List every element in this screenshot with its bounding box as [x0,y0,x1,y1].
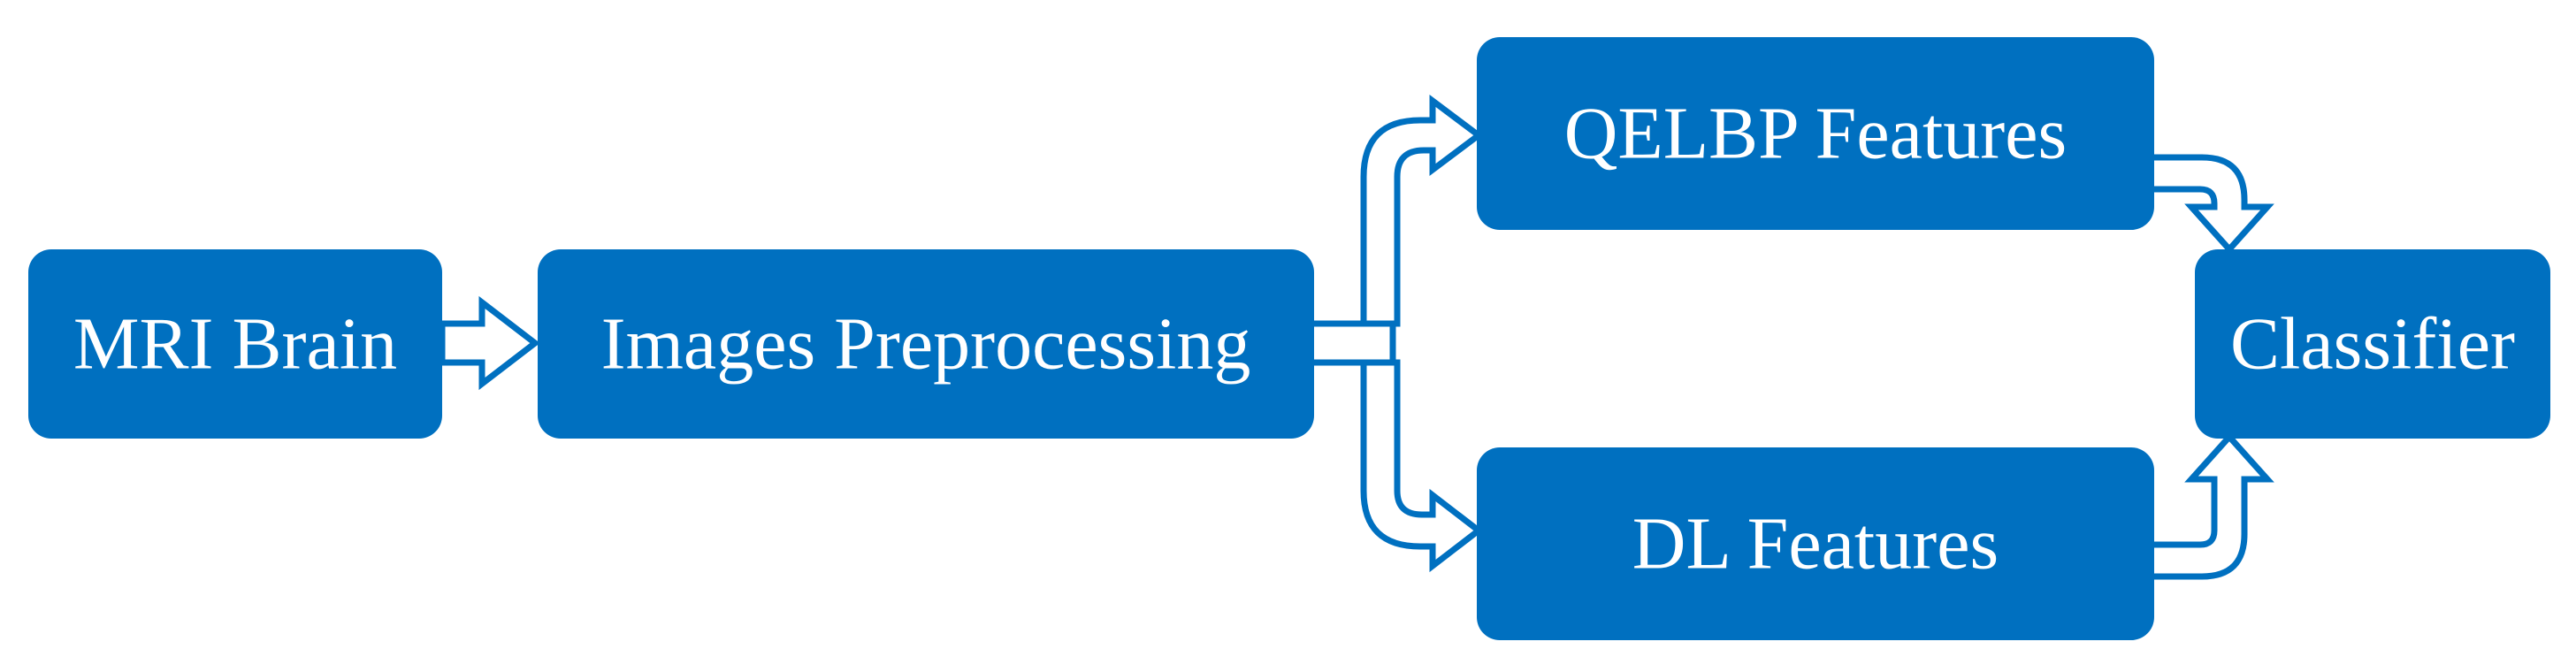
arrow-preprocessing-to-qelbp [1360,95,1484,327]
node-classifier: Classifier [2195,249,2550,439]
node-mri-brain: MRI Brain [28,249,442,439]
node-label-qelbp-features: QELBP Features [1564,93,2067,175]
bar-preprocessing-split [1307,320,1396,366]
node-label-mri-brain: MRI Brain [73,303,397,386]
node-label-dl-features: DL Features [1632,503,1999,585]
node-label-images-preprocessing: Images Preprocessing [601,303,1251,386]
arrow-preprocessing-to-dl [1360,359,1484,573]
arrow-dl-to-classifier [2145,431,2274,580]
node-images-preprocessing: Images Preprocessing [538,249,1314,439]
node-dl-features: DL Features [1477,447,2154,640]
arrow-mri-to-preprocessing [439,295,540,391]
arrow-qelbp-to-classifier [2145,154,2274,255]
node-qelbp-features: QELBP Features [1477,37,2154,230]
node-label-classifier: Classifier [2230,303,2515,386]
